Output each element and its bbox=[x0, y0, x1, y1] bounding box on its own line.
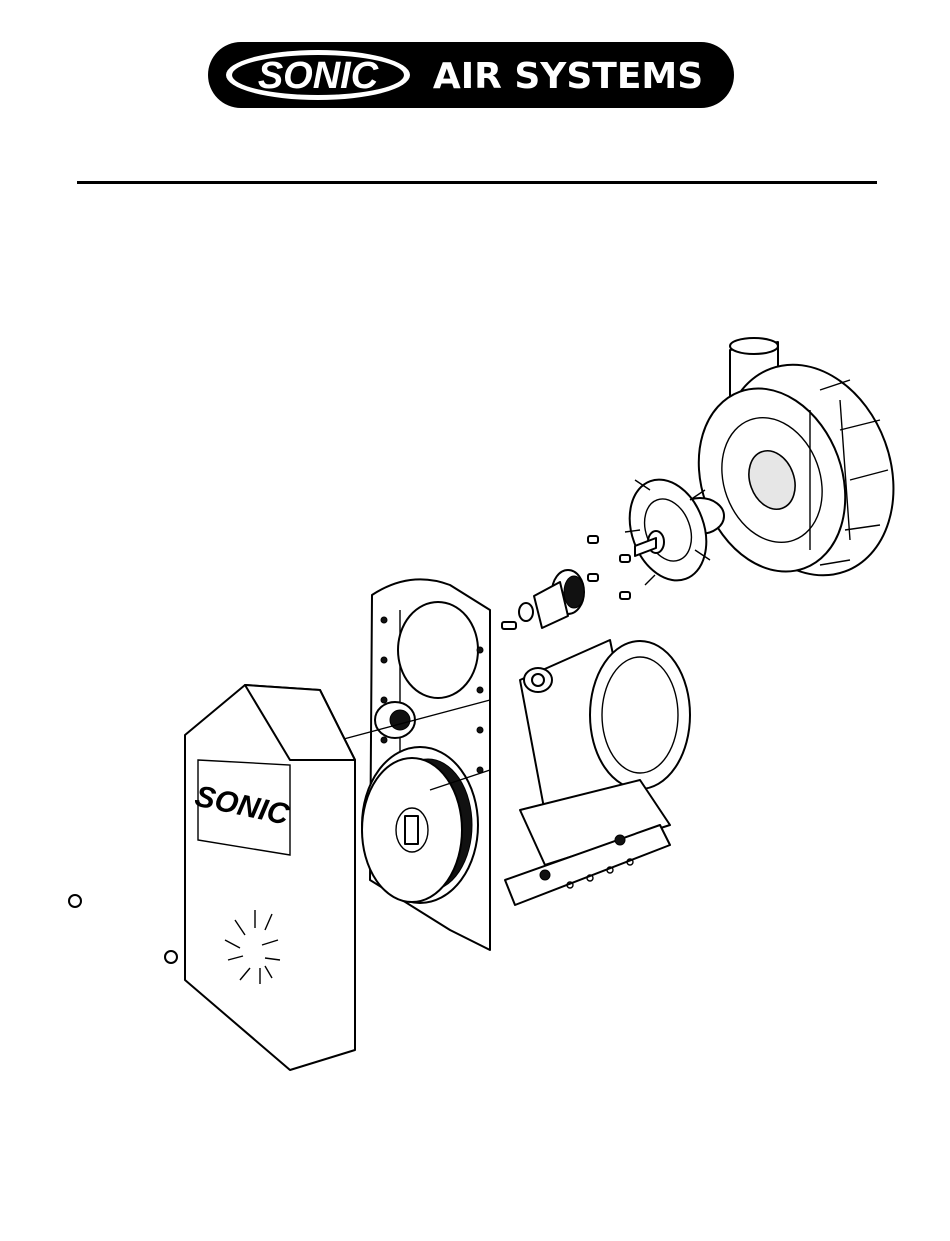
logo-sonic-text: SONIC bbox=[258, 55, 379, 97]
loose-nuts bbox=[69, 895, 177, 963]
logo-tagline-text: AIR SYSTEMS bbox=[433, 56, 703, 97]
electric-motor bbox=[505, 640, 690, 905]
blower-assembly-drawing: SONIC bbox=[50, 320, 910, 1080]
header-divider bbox=[77, 181, 877, 184]
shaft-coupling bbox=[519, 570, 584, 628]
belt-guard-cover: SONIC bbox=[185, 685, 355, 1070]
sonic-air-systems-logo: SONIC AIR SYSTEMS bbox=[206, 40, 736, 110]
